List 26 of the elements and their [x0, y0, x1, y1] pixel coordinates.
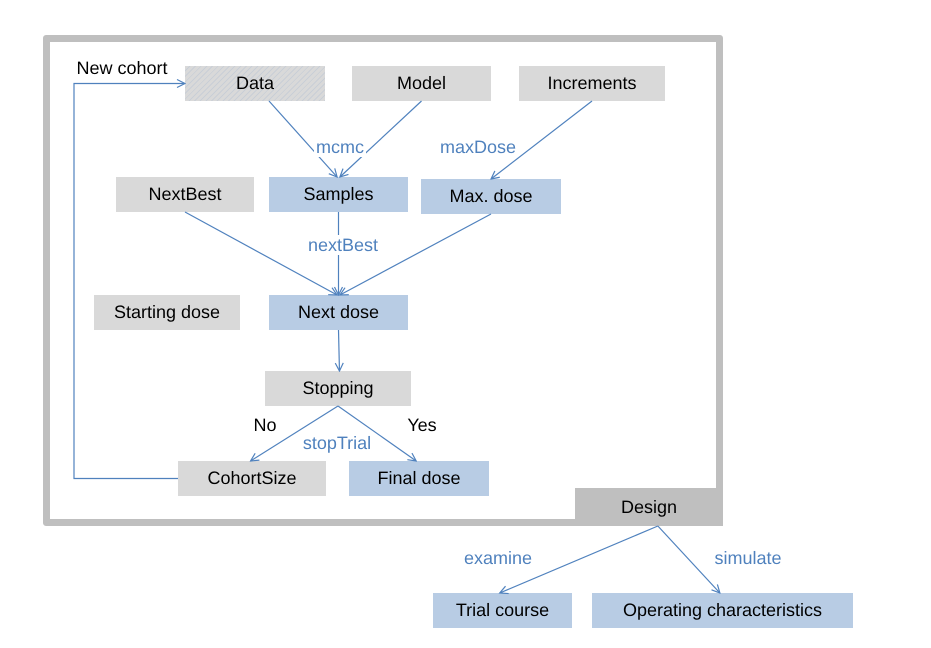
result-box: Next dose: [269, 295, 408, 330]
arrow: [339, 213, 492, 296]
result-box: Max. dose: [421, 179, 561, 214]
input-box: Stopping: [265, 371, 411, 406]
arrow: [499, 525, 658, 594]
arrow: [73, 78, 186, 480]
frame-outline: [43, 35, 723, 526]
arrow: [338, 406, 417, 462]
result-box: Trial course: [433, 593, 572, 628]
result-box: Samples: [269, 177, 408, 212]
input-box: NextBest: [116, 177, 254, 212]
input-box: CohortSize: [178, 461, 326, 496]
input-box: Model: [352, 66, 491, 101]
result-box: Final dose: [349, 461, 489, 496]
arrow: [339, 100, 422, 178]
design-tab: Design: [575, 488, 723, 526]
arrow: [657, 526, 720, 594]
arrow: [250, 406, 338, 462]
result-box: Operating characteristics: [592, 593, 853, 628]
arrow: [334, 330, 344, 372]
arrow: [184, 211, 338, 296]
data-box: Data: [185, 66, 325, 101]
input-box: Starting dose: [94, 295, 240, 330]
arrow: [490, 100, 592, 180]
input-box: Increments: [519, 66, 665, 101]
arrow: [268, 100, 338, 178]
